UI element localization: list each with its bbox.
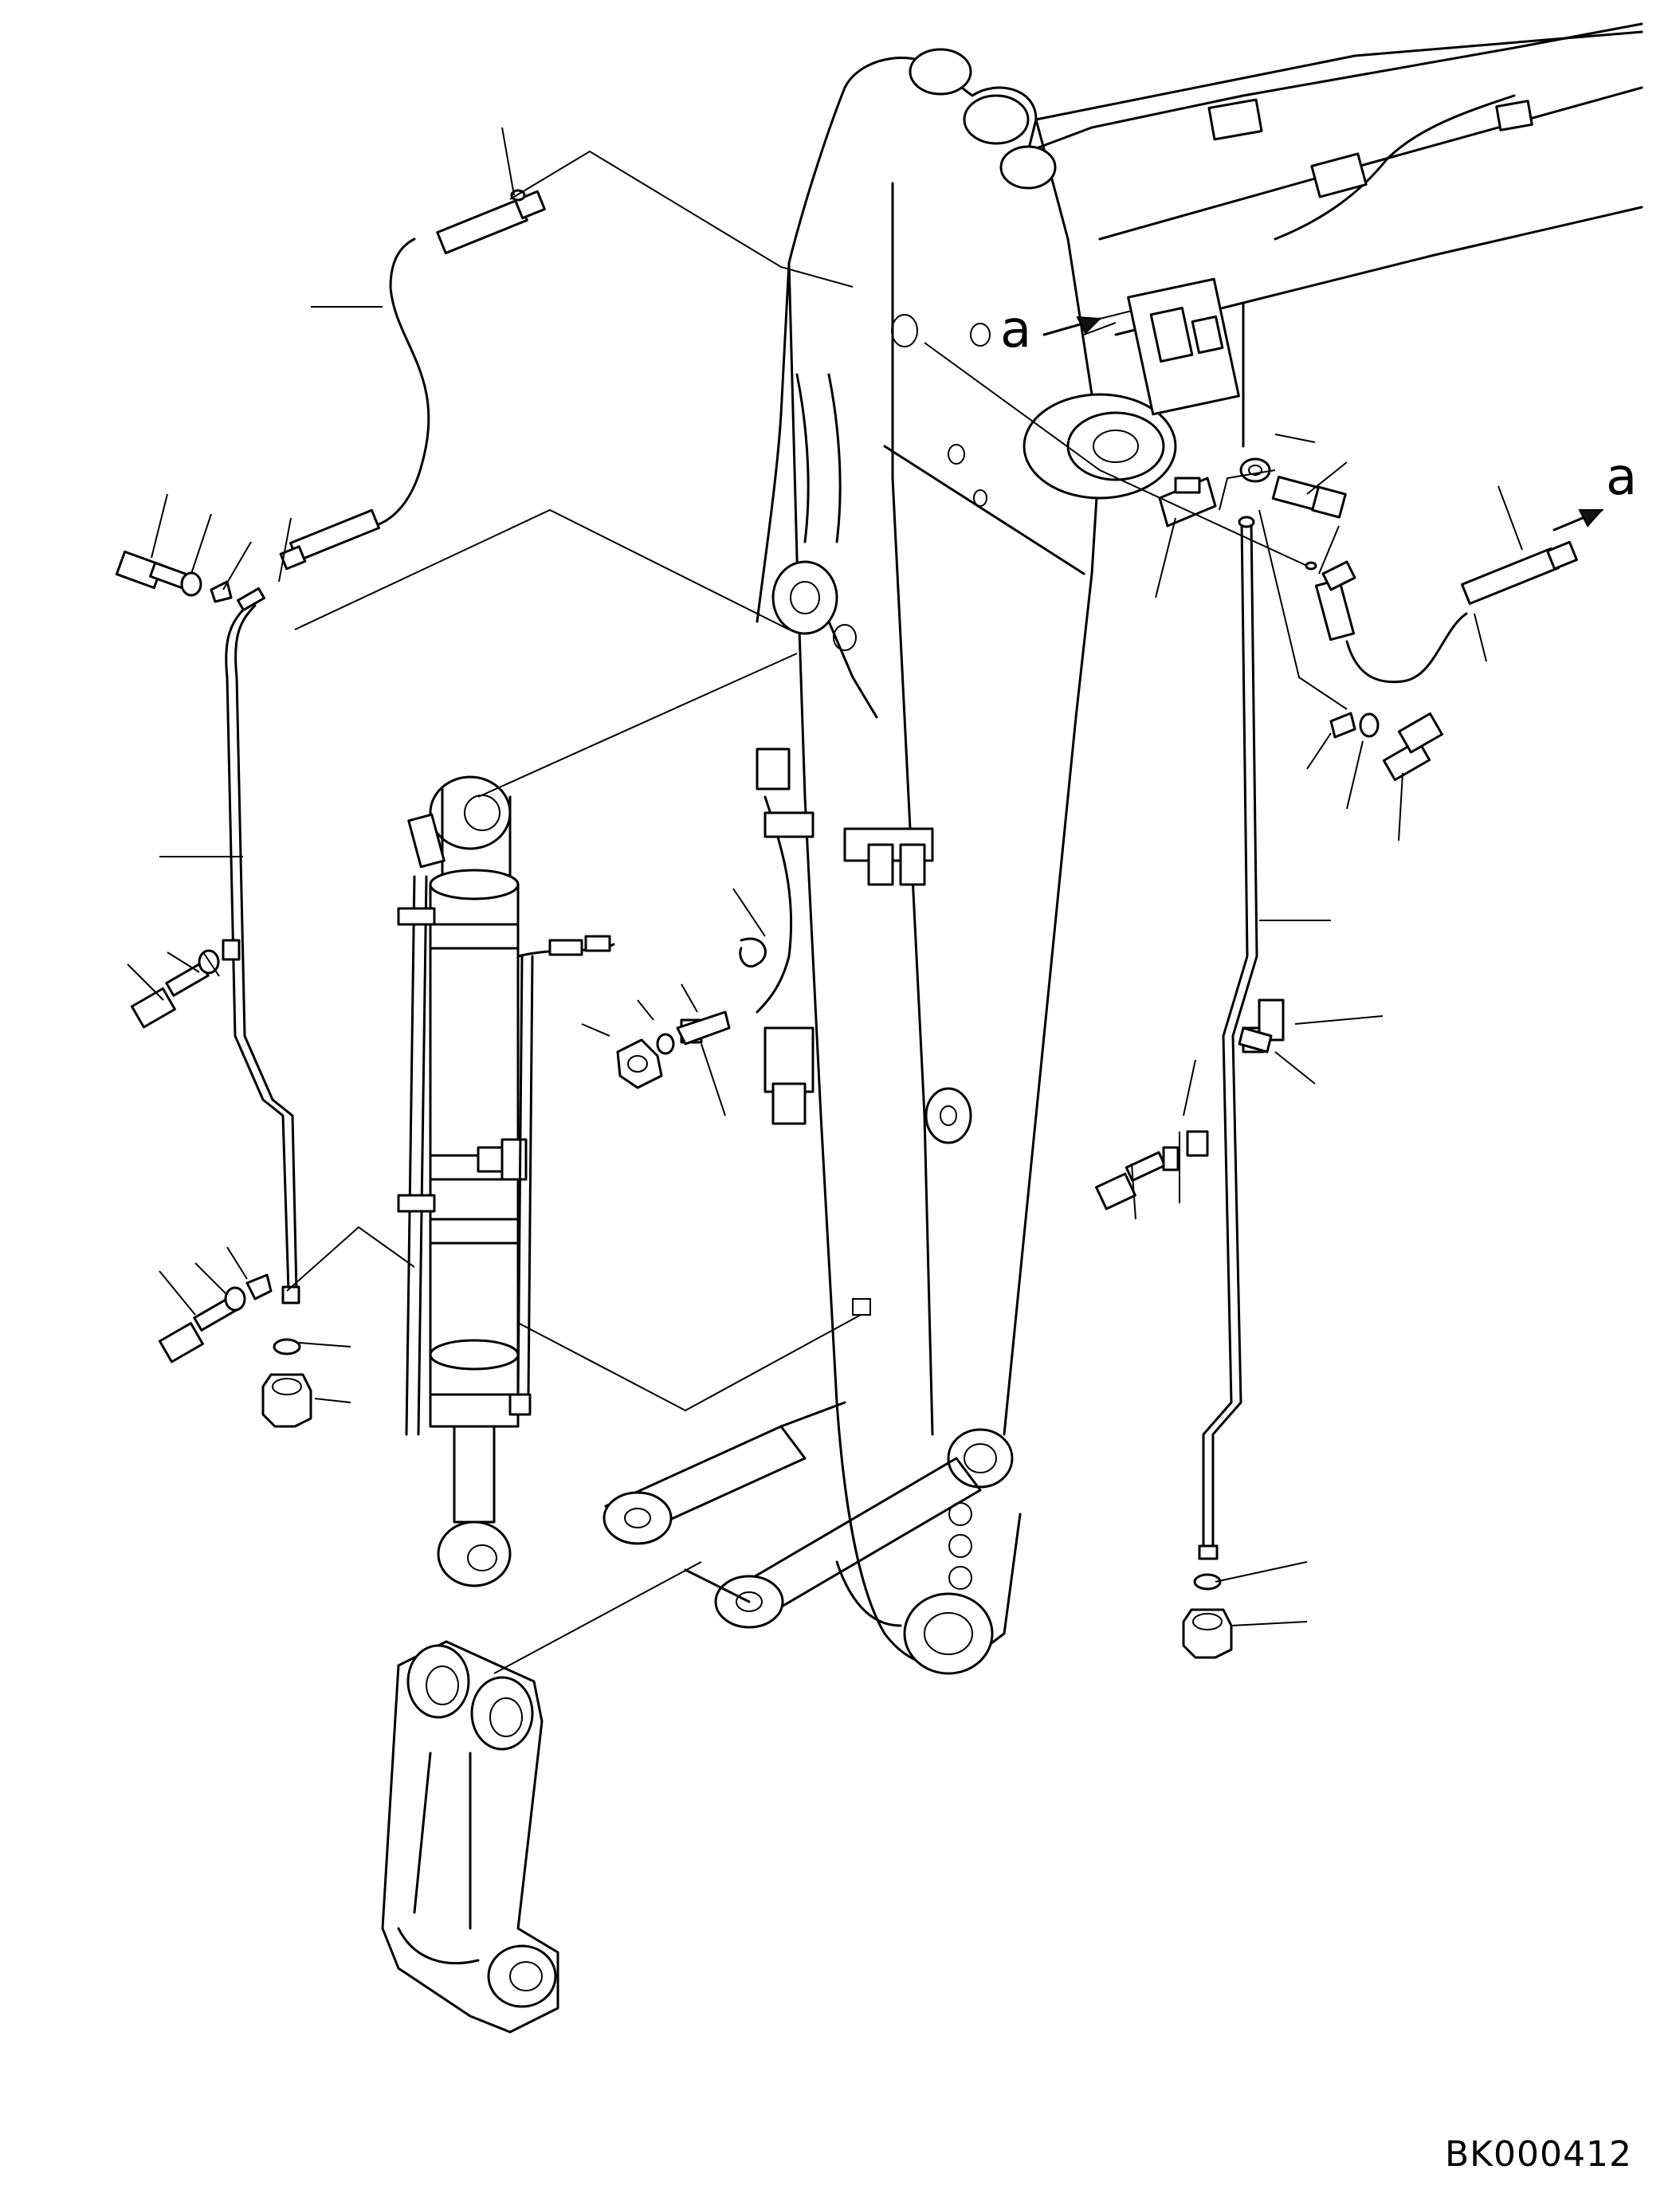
link-assembly (603, 1401, 982, 1629)
left-grease-line (225, 587, 312, 1428)
view-marker-right-label: a (1606, 448, 1637, 507)
view-marker-left: a (1000, 300, 1102, 359)
right-grease-line (1182, 516, 1258, 1659)
callout-leaders (127, 127, 1523, 1626)
upper-left-hose (279, 189, 546, 571)
view-marker-right: a (1552, 448, 1637, 532)
right-bolt-set-lower (1095, 998, 1285, 1210)
boom-arm (756, 22, 1643, 1675)
left-bolt-set-lower (158, 1273, 273, 1363)
center-clamp-set (616, 747, 814, 1125)
upper-right-hose (1314, 540, 1578, 684)
view-marker-left-label: a (1000, 300, 1031, 359)
hydraulic-cylinder (397, 775, 615, 1587)
assembly-guide-lines (286, 150, 1348, 1674)
drawing-reference-code: BK000412 (1444, 2134, 1632, 2175)
arm-link (381, 1640, 559, 2034)
right-bolt-set-upper (1329, 712, 1443, 782)
left-bolt-set-upper (115, 550, 233, 603)
